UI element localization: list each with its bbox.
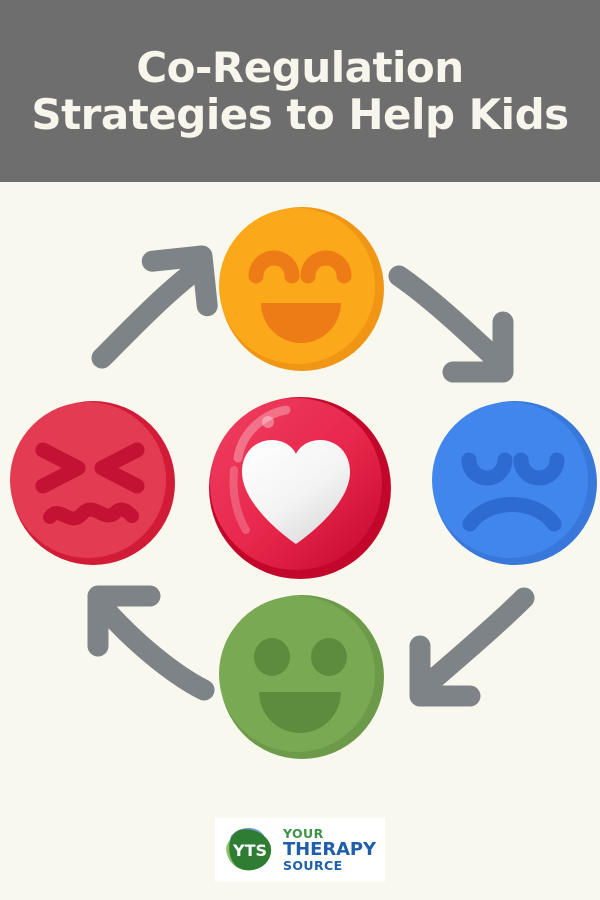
heart-emoji bbox=[208, 396, 392, 580]
sad-face-emoji bbox=[432, 400, 598, 566]
yts-logo-mark-icon: YTS bbox=[221, 824, 279, 876]
svg-text:YTS: YTS bbox=[232, 841, 267, 860]
page-title-line-2: Strategies to Help Kids bbox=[31, 90, 569, 139]
upset-face-emoji bbox=[10, 400, 176, 566]
logo-line-your: YOUR bbox=[283, 825, 324, 841]
header-banner: Co-Regulation Strategies to Help Kids bbox=[0, 0, 600, 182]
arrow-calm-to-upset-icon bbox=[68, 578, 220, 710]
arrow-upset-to-happy-icon bbox=[80, 240, 225, 375]
cycle-diagram bbox=[0, 182, 600, 802]
arrow-sad-to-calm-icon bbox=[388, 578, 540, 710]
happy-face-emoji bbox=[219, 206, 385, 372]
logo-line-therapy: THERAPY bbox=[283, 839, 376, 860]
arrow-happy-to-sad-icon bbox=[383, 254, 535, 386]
logo-line-source: SOURCE bbox=[283, 858, 343, 873]
site-logo[interactable]: YTS YOUR THERAPY SOURCE bbox=[215, 818, 385, 882]
logo-wordmark: YOUR THERAPY SOURCE bbox=[283, 825, 376, 873]
page-title-line-1: Co-Regulation bbox=[136, 42, 464, 92]
calm-face-emoji bbox=[219, 594, 385, 760]
